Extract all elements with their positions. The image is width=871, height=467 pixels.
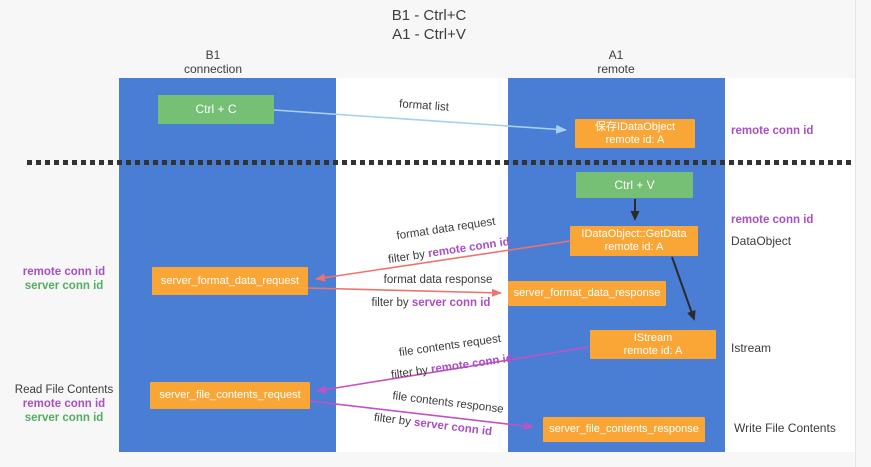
lane-header-b1: B1 connection bbox=[184, 48, 242, 76]
left-server-conn-id-1: server conn id bbox=[24, 280, 104, 292]
lane-b1-role: connection bbox=[183, 62, 243, 76]
dashed-divider bbox=[27, 160, 851, 165]
ctrl-c-label: Ctrl + C bbox=[195, 102, 237, 116]
title-line-2: A1 - Ctrl+V bbox=[392, 26, 466, 43]
right-remote-conn-id-1: remote conn id bbox=[731, 125, 814, 137]
server-format-data-response-node: server_format_data_response bbox=[508, 281, 666, 306]
getdata-node: IDataObject::GetData remote id: A bbox=[570, 226, 698, 256]
lane-a1-role: remote bbox=[597, 62, 635, 76]
read-file-contents-label: Read File Contents bbox=[14, 384, 114, 396]
ctrl-c-node: Ctrl + C bbox=[158, 95, 274, 124]
ctrl-v-label: Ctrl + V bbox=[614, 177, 655, 192]
left-remote-conn-id-2: remote conn id bbox=[22, 398, 106, 410]
istream-side-label: Istream bbox=[731, 341, 772, 355]
server-format-data-request-node: server_format_data_request bbox=[152, 267, 308, 295]
title-line-1: B1 - Ctrl+C bbox=[391, 7, 467, 24]
lane-header-a1: A1 remote bbox=[597, 48, 634, 76]
right-remote-conn-id-2: remote conn id bbox=[731, 214, 814, 226]
server-format-data-request-label: server_format_data_request bbox=[160, 274, 300, 287]
istream-node: IStream remote id: A bbox=[590, 330, 716, 359]
istream-line2: remote id: A bbox=[623, 344, 683, 357]
filter-by-server-conn-id-label-1: filter by server conn id bbox=[372, 296, 491, 310]
server-file-contents-request-node: server_file_contents_request bbox=[150, 382, 310, 409]
diagram-title: B1 - Ctrl+C A1 - Ctrl+V bbox=[392, 6, 467, 44]
filter-by-text: filter by bbox=[371, 297, 409, 309]
format-data-response-label: format data response bbox=[383, 274, 493, 286]
left-server-conn-id-2: server conn id bbox=[24, 412, 104, 424]
lane-a1-name: A1 bbox=[608, 48, 624, 62]
getdata-line1: IDataObject::GetData bbox=[581, 228, 687, 240]
save-idataobject-line2: remote id: A bbox=[605, 133, 665, 146]
getdata-line2: remote id: A bbox=[604, 241, 664, 253]
istream-line1: IStream bbox=[633, 331, 673, 344]
server-conn-id-text: server conn id bbox=[411, 297, 491, 309]
dataobject-label: DataObject bbox=[731, 234, 792, 248]
left-conn-id-labels-1: remote conn id server conn id bbox=[16, 265, 112, 293]
server-file-contents-response-label: server_file_contents_response bbox=[549, 423, 699, 435]
left-read-file-contents-group: Read File Contents remote conn id server… bbox=[10, 383, 118, 425]
save-idataobject-line1: 保存IDataObject bbox=[594, 120, 676, 133]
ctrl-v-node: Ctrl + V bbox=[576, 172, 693, 198]
window-seam bbox=[855, 0, 856, 467]
lane-b1-name: B1 bbox=[205, 48, 221, 62]
save-idataobject-node: 保存IDataObject remote id: A bbox=[575, 119, 695, 148]
server-file-contents-request-label: server_file_contents_request bbox=[159, 389, 301, 401]
left-remote-conn-id-1: remote conn id bbox=[22, 266, 106, 278]
write-file-contents-label: Write File Contents bbox=[734, 421, 836, 435]
server-format-data-response-label: server_format_data_response bbox=[513, 287, 661, 299]
server-file-contents-response-node: server_file_contents_response bbox=[543, 417, 705, 442]
